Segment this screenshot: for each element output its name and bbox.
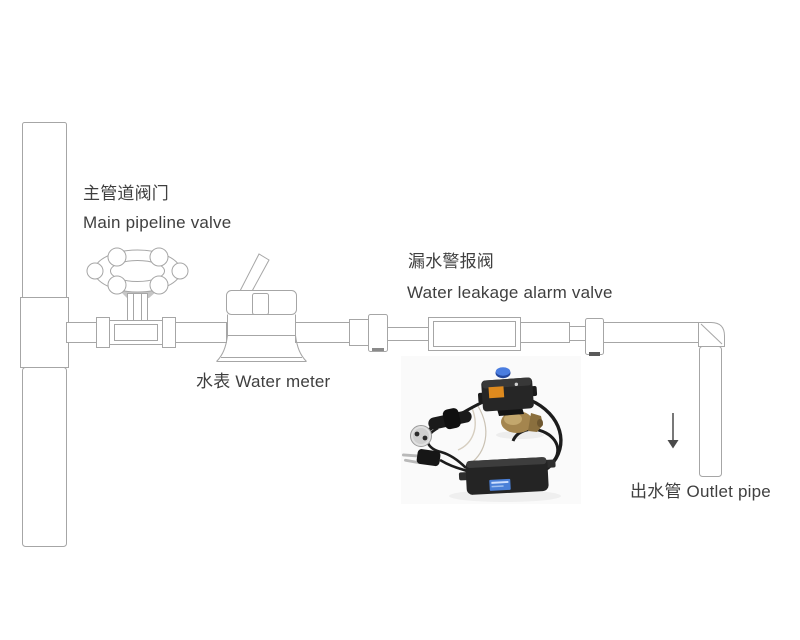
valve-flange-right [162, 317, 176, 348]
main-valve-label-zh: 主管道阀门 [83, 184, 169, 203]
sensor-wire [469, 405, 487, 465]
water-meter-symbol [216, 253, 307, 362]
valve-stem [127, 293, 148, 321]
main-valve-label-en: Main pipeline valve [83, 213, 232, 232]
alarm-valve-symbol [428, 317, 521, 351]
flow-arrow-down-icon [667, 413, 679, 449]
alarm-valve-label-zh: 漏水警报阀 [408, 252, 494, 271]
meter-lid [239, 253, 270, 294]
pipe-union-left [349, 314, 429, 352]
sensor-wire [457, 407, 476, 451]
water-meter-label: 水表 Water meter [196, 372, 331, 391]
outlet-pipe-label: 出水管 Outlet pipe [630, 482, 771, 501]
product-photo-motorized-valve-kit [401, 356, 581, 504]
brass-valve-body [501, 411, 543, 433]
outlet-pipe [699, 346, 722, 477]
meter-dial [252, 293, 269, 315]
valve-actuator [477, 367, 538, 416]
actuator-label-orange [488, 386, 505, 399]
pipe-union-right [569, 318, 604, 356]
alarm-valve-label-en: Water leakage alarm valve [407, 283, 613, 302]
socket-plug [410, 425, 432, 447]
adapter-label [489, 478, 511, 491]
main-pipeline-valve-symbol [86, 247, 189, 348]
main-pipeline-riser [20, 122, 69, 547]
cable-connector [428, 408, 472, 430]
power-plug [401, 449, 441, 467]
valve-flange-left [96, 317, 110, 348]
power-adapter [458, 457, 556, 495]
elbow-fitting [698, 322, 725, 347]
meter-body [216, 335, 307, 362]
